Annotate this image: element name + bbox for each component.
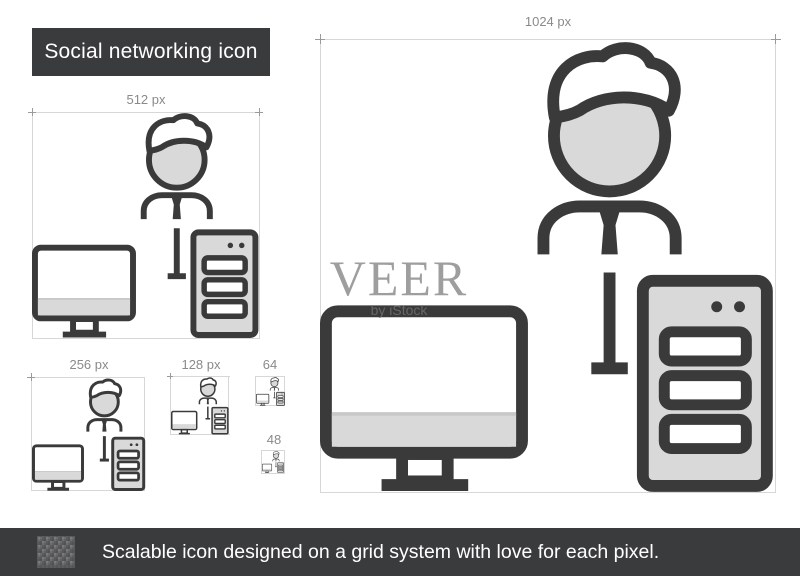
- size-guide-128: [167, 373, 230, 435]
- size-label-1024: 1024 px: [524, 14, 572, 29]
- footer-tagline: Scalable icon designed on a grid system …: [102, 541, 660, 563]
- size-label-512: 512 px: [126, 92, 166, 107]
- size-guide-512: [28, 108, 263, 339]
- social-networking-icon-256: [32, 378, 146, 492]
- footer-bar: Scalable icon designed on a grid system …: [0, 528, 800, 576]
- size-guide-1024: [315, 34, 781, 493]
- pixel-grid-icon: [37, 536, 75, 568]
- social-networking-icon-48: [262, 451, 284, 473]
- social-networking-icon-1024: [320, 40, 776, 496]
- page-title: Social networking icon: [32, 28, 270, 76]
- social-networking-icon-512: [32, 112, 260, 340]
- size-label-128: 128 px: [181, 357, 221, 372]
- social-networking-icon-128: [171, 377, 229, 435]
- size-guide-64: [255, 376, 285, 406]
- size-label-64: 64: [262, 357, 278, 372]
- size-label-256: 256 px: [69, 357, 109, 372]
- social-networking-icon-64: [256, 377, 285, 406]
- size-label-48: 48: [266, 432, 282, 447]
- size-guide-48: [261, 450, 285, 474]
